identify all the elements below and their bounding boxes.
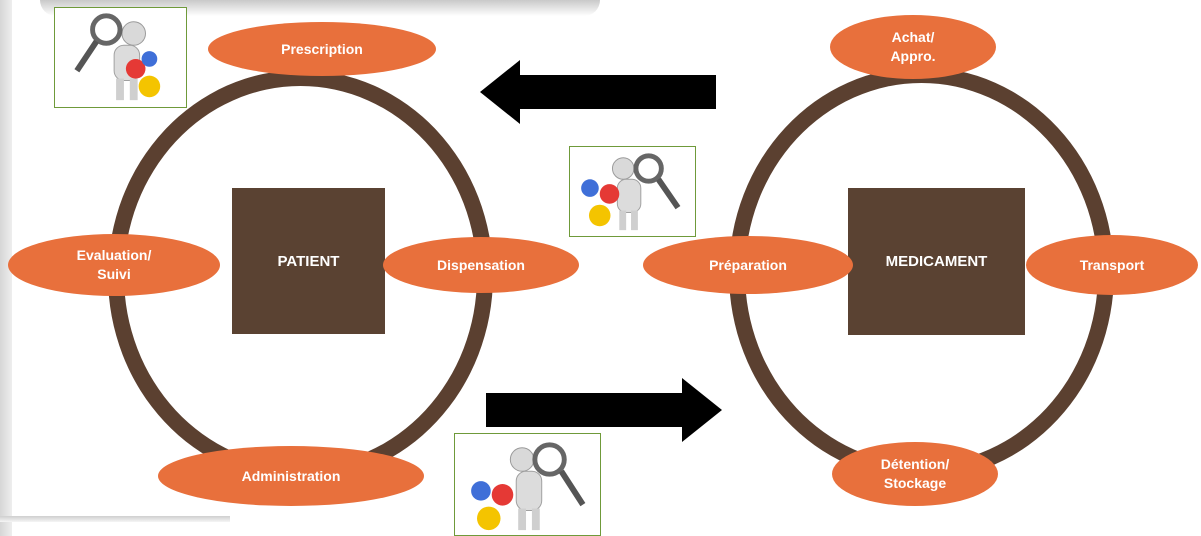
medicament-center-box: MEDICAMENT [848, 188, 1025, 335]
step-achat-appro: Achat/ Appro. [830, 15, 996, 79]
medicament-center-label: MEDICAMENT [885, 253, 988, 270]
audit-card-bottom [454, 433, 601, 536]
step-preparation-label: Préparation [709, 256, 787, 273]
patient-center-box: PATIENT [232, 188, 385, 334]
audit-card-top-left [54, 7, 187, 108]
step-evaluation-suivi: Evaluation/ Suivi [8, 234, 220, 296]
audit-magnifier-gears-icon [581, 153, 681, 231]
bottom-line-decoration [0, 516, 230, 522]
step-detention-label-line2: Stockage [883, 475, 947, 491]
step-detention-label-line1: Détention/ [880, 456, 950, 472]
audit-card-middle [569, 146, 696, 237]
patient-center-label: PATIENT [277, 252, 340, 270]
arrow-left-icon [480, 60, 716, 124]
step-evaluation-label-line2: Suivi [97, 266, 131, 282]
step-dispensation-label: Dispensation [437, 256, 525, 273]
step-prescription-label: Prescription [281, 40, 363, 57]
audit-magnifier-gears-icon [471, 442, 586, 531]
step-transport: Transport [1026, 235, 1198, 295]
step-administration: Administration [158, 446, 424, 506]
step-achat-label-line1: Achat/ [891, 29, 935, 45]
step-dispensation: Dispensation [383, 237, 579, 293]
step-achat-label-line2: Appro. [890, 48, 936, 64]
step-detention-stockage: Détention/ Stockage [832, 442, 998, 506]
step-preparation: Préparation [643, 236, 853, 294]
audit-magnifier-gears-icon [74, 13, 161, 101]
step-prescription: Prescription [208, 22, 436, 76]
step-evaluation-label-line1: Evaluation/ [76, 247, 152, 263]
step-administration-label: Administration [241, 467, 341, 484]
step-transport-label: Transport [1079, 256, 1145, 273]
arrow-right-icon [486, 378, 722, 442]
left-rail-decoration [0, 0, 12, 536]
